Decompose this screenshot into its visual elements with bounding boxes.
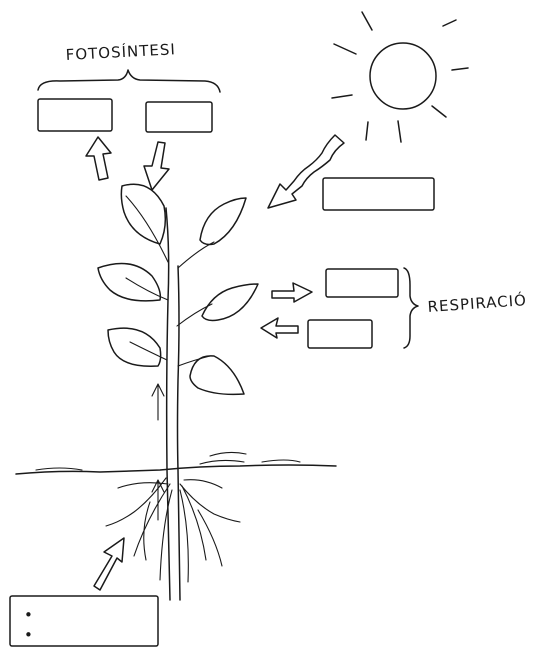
sun-rays <box>332 12 468 142</box>
sap-arrow-icon <box>152 384 164 420</box>
plant-stem-right <box>178 266 181 600</box>
respiration-box-bottom <box>308 320 372 348</box>
roots <box>106 478 240 582</box>
leaf <box>190 356 244 395</box>
sun-icon <box>370 43 436 109</box>
sunlight-box <box>323 178 434 210</box>
respiration-label: RESPIRACIÓ <box>427 290 528 316</box>
arrow-up-icon <box>86 137 111 180</box>
plant-stem <box>166 208 170 600</box>
roots-box-bullet: • <box>24 606 34 624</box>
photosynthesis-box-right <box>146 102 212 132</box>
leaf <box>202 284 258 321</box>
photosynthesis-box-left <box>38 99 112 131</box>
ground-texture <box>36 452 300 470</box>
leaf <box>108 328 161 366</box>
arrow-left-icon <box>261 318 298 338</box>
leaf <box>200 198 246 245</box>
arrow-right-icon <box>272 283 312 302</box>
respiration-box-top <box>326 269 398 297</box>
sap-arrow-icon <box>152 480 164 520</box>
arrow-down-icon <box>144 142 169 190</box>
water-uptake-arrow-icon <box>94 538 124 590</box>
leaf <box>121 184 165 244</box>
plant-branch <box>178 242 214 268</box>
leaf <box>98 264 160 301</box>
photosynthesis-label: FOTOSÍNTESI <box>65 39 176 64</box>
plant-branch <box>126 278 168 300</box>
respiration-brace <box>404 268 418 348</box>
ground-line <box>16 465 336 474</box>
photosynthesis-brace <box>38 70 220 92</box>
plant-branch <box>130 342 167 360</box>
plant-branch <box>126 196 168 262</box>
roots-box-bullet: • <box>24 626 34 644</box>
